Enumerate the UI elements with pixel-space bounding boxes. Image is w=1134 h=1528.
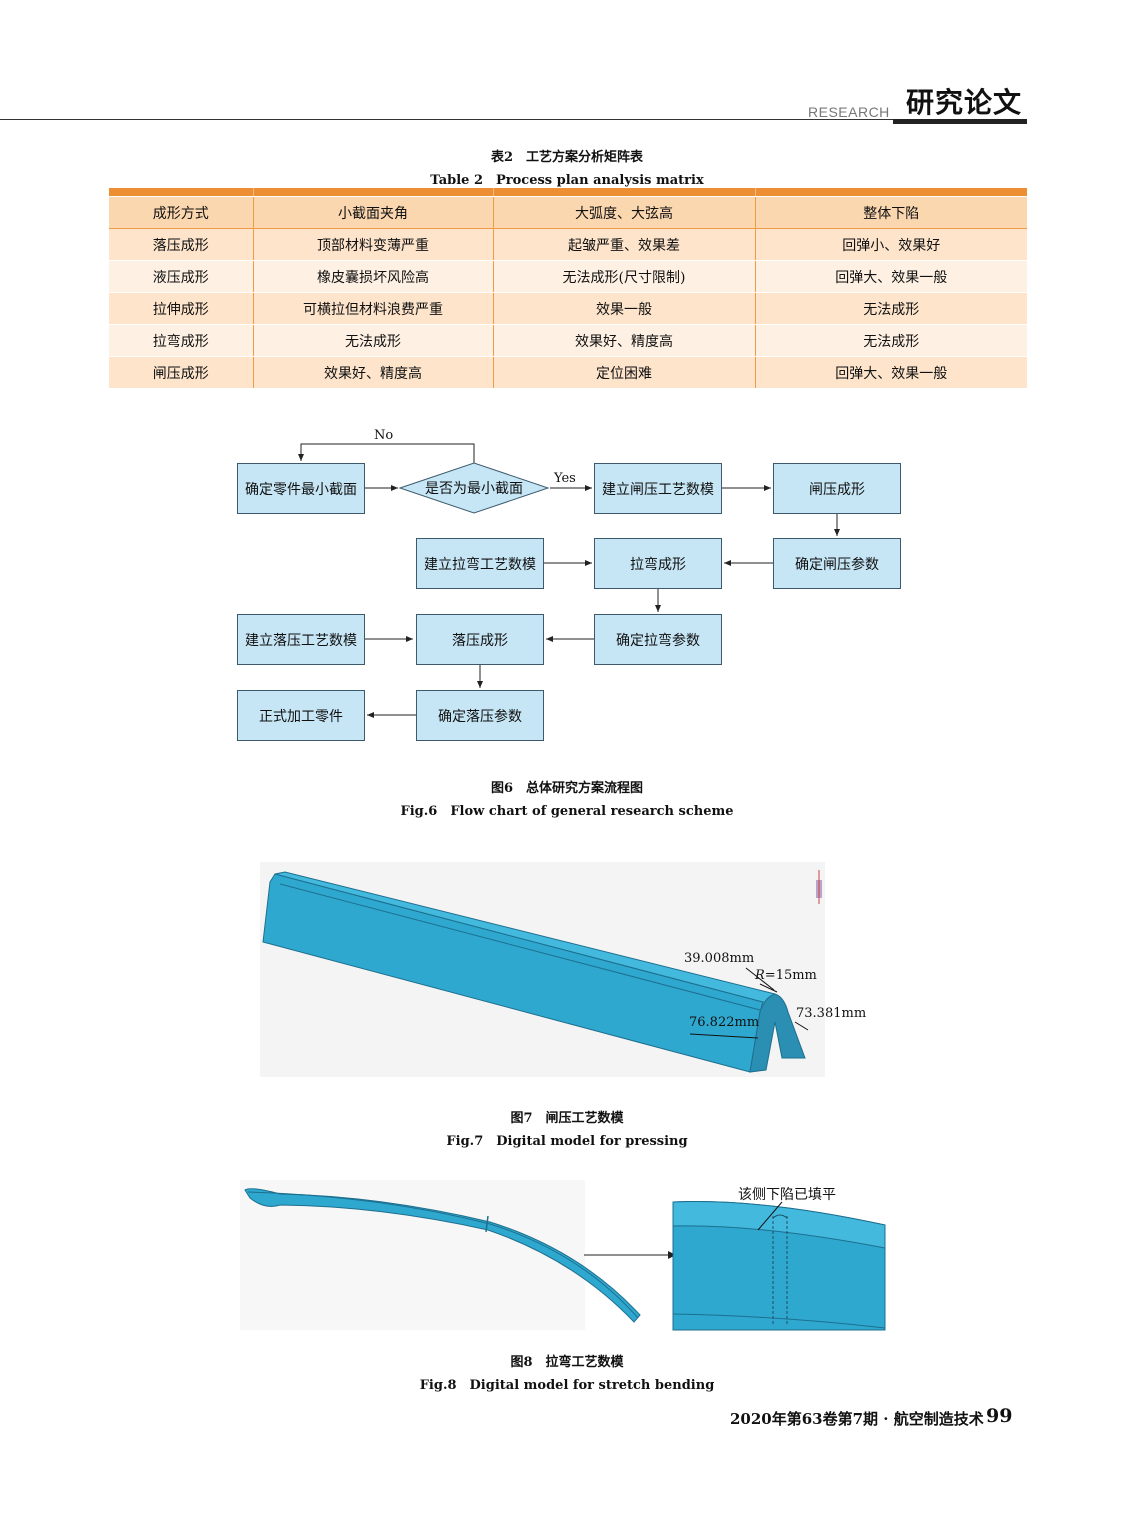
dim-label-top: 39.008mm [684, 951, 755, 966]
table-cell: 定位困难 [492, 356, 755, 389]
table-row: 拉弯成形 无法成形 效果好、精度高 无法成形 [109, 324, 1027, 357]
dim-label-left: 76.822mm [689, 1015, 760, 1030]
table-cell: 回弹大、效果一般 [754, 260, 1027, 293]
model-end-profile [749, 993, 806, 1073]
header-rule [0, 119, 893, 120]
flow-node-n5: 拉弯成形 [594, 538, 722, 589]
flow-node-n11: 正式加工零件 [237, 690, 365, 741]
table-header-row: 成形方式 小截面夹角 大弧度、大弦高 整体下陷 [109, 196, 1027, 229]
table-cell: 效果好、精度高 [492, 324, 755, 357]
table-cell: 拉伸成形 [109, 292, 253, 325]
detail-top-surface [672, 1200, 886, 1249]
process-matrix-table: 成形方式 小截面夹角 大弧度、大弦高 整体下陷 落压成形 顶部材料变薄严重 起皱… [109, 188, 1027, 389]
table-cell: 无法成形(尺寸限制) [492, 260, 755, 293]
dim-radius-value: =15mm [764, 968, 817, 983]
table-cell: 效果一般 [492, 292, 755, 325]
table-caption-cn: 表2 工艺方案分析矩阵表 [490, 150, 644, 165]
zoom-arrowhead [668, 1251, 676, 1259]
dim-top-leader [745, 967, 775, 991]
note-leader [757, 1201, 783, 1231]
stretch-bending-figure [240, 1180, 886, 1331]
table-top-band [109, 188, 1027, 197]
detail-bottom-edge [672, 1313, 886, 1329]
flow-node-n3: 闸压成形 [773, 463, 901, 514]
pressing-model-figure [260, 862, 825, 1077]
table-cell: 回弹小、效果好 [754, 228, 1027, 261]
fig6-caption-cn: 图6 总体研究方案流程图 [490, 781, 644, 796]
table-cell: 无法成形 [252, 324, 493, 357]
dim-left-leader [689, 1033, 759, 1039]
fig8-caption-cn: 图8 拉弯工艺数模 [510, 1355, 624, 1370]
fig6-caption-en: Fig.6 Flow chart of general research sch… [400, 804, 734, 819]
table-cell: 无法成形 [754, 292, 1027, 325]
flow-label-no: No [374, 428, 394, 443]
dim-label-radius: R=15mm [755, 968, 817, 983]
page-number: 99 [986, 1405, 1013, 1427]
flow-node-n1: 确定零件最小截面 [237, 463, 365, 514]
table-cell: 落压成形 [109, 228, 253, 261]
flow-node-n2: 建立闸压工艺数模 [594, 463, 722, 514]
table-cell: 顶部材料变薄严重 [252, 228, 493, 261]
flow-node-n8: 落压成形 [416, 614, 544, 665]
dim-r-leader [759, 983, 778, 993]
table-header-cell: 小截面夹角 [252, 196, 493, 229]
table-cell: 闸压成形 [109, 356, 253, 389]
header-accent-bar [893, 119, 1027, 124]
table-row: 闸压成形 效果好、精度高 定位困难 回弹大、效果一般 [109, 356, 1027, 389]
detail-seam-top [772, 1214, 788, 1219]
table-cell: 回弹大、效果一般 [754, 356, 1027, 389]
dim-right-leader [794, 1021, 809, 1031]
flow-node-n6: 建立拉弯工艺数模 [416, 538, 544, 589]
table-header-cell: 成形方式 [109, 196, 253, 229]
bent-strip-edge [247, 1191, 639, 1319]
dim-label-right: 73.381mm [796, 1006, 867, 1021]
section-label-en: RESEARCH [808, 104, 890, 120]
table-cell: 起皱严重、效果差 [492, 228, 755, 261]
section-label-cn: 研究论文 [906, 86, 1023, 119]
table-cell: 橡皮囊损坏风险高 [252, 260, 493, 293]
table-caption-en: Table 2 Process plan analysis matrix [430, 173, 704, 188]
table-header-cell: 整体下陷 [754, 196, 1027, 229]
flowchart-connectors [298, 443, 840, 718]
dim-radius-symbol: R [755, 968, 765, 983]
flow-node-decision-label: 是否为最小截面 [425, 481, 523, 497]
flow-node-n7: 确定拉弯参数 [594, 614, 722, 665]
strip-joint-mark [485, 1215, 489, 1233]
fig8-caption-en: Fig.8 Digital model for stretch bending [419, 1378, 715, 1393]
table-cell: 无法成形 [754, 324, 1027, 357]
footer-issue: 2020年第63卷第7期 · 航空制造技术 [730, 1410, 984, 1428]
flow-node-n4: 确定闸压参数 [773, 538, 901, 589]
table-header-cell: 大弧度、大弦高 [492, 196, 755, 229]
flow-label-yes: Yes [554, 471, 576, 486]
table-cell: 拉弯成形 [109, 324, 253, 357]
table-row: 落压成形 顶部材料变薄严重 起皱严重、效果差 回弹小、效果好 [109, 228, 1027, 261]
fig7-caption-en: Fig.7 Digital model for pressing [446, 1134, 688, 1149]
flow-node-n9: 建立落压工艺数模 [237, 614, 365, 665]
table-cell: 可横拉但材料浪费严重 [252, 292, 493, 325]
table-row: 液压成形 橡皮囊损坏风险高 无法成形(尺寸限制) 回弹大、效果一般 [109, 260, 1027, 293]
model-edge-line [279, 883, 761, 1011]
table-cell: 效果好、精度高 [252, 356, 493, 389]
fig8-note: 该侧下陷已填平 [738, 1187, 836, 1203]
table-row: 拉伸成形 可横拉但材料浪费严重 效果一般 无法成形 [109, 292, 1027, 325]
arrow-no-loop [298, 443, 475, 463]
decision-diamond [398, 462, 550, 514]
fig7-caption-cn: 图7 闸压工艺数模 [510, 1111, 624, 1126]
flow-node-n10: 确定落压参数 [416, 690, 544, 741]
table-cell: 液压成形 [109, 260, 253, 293]
